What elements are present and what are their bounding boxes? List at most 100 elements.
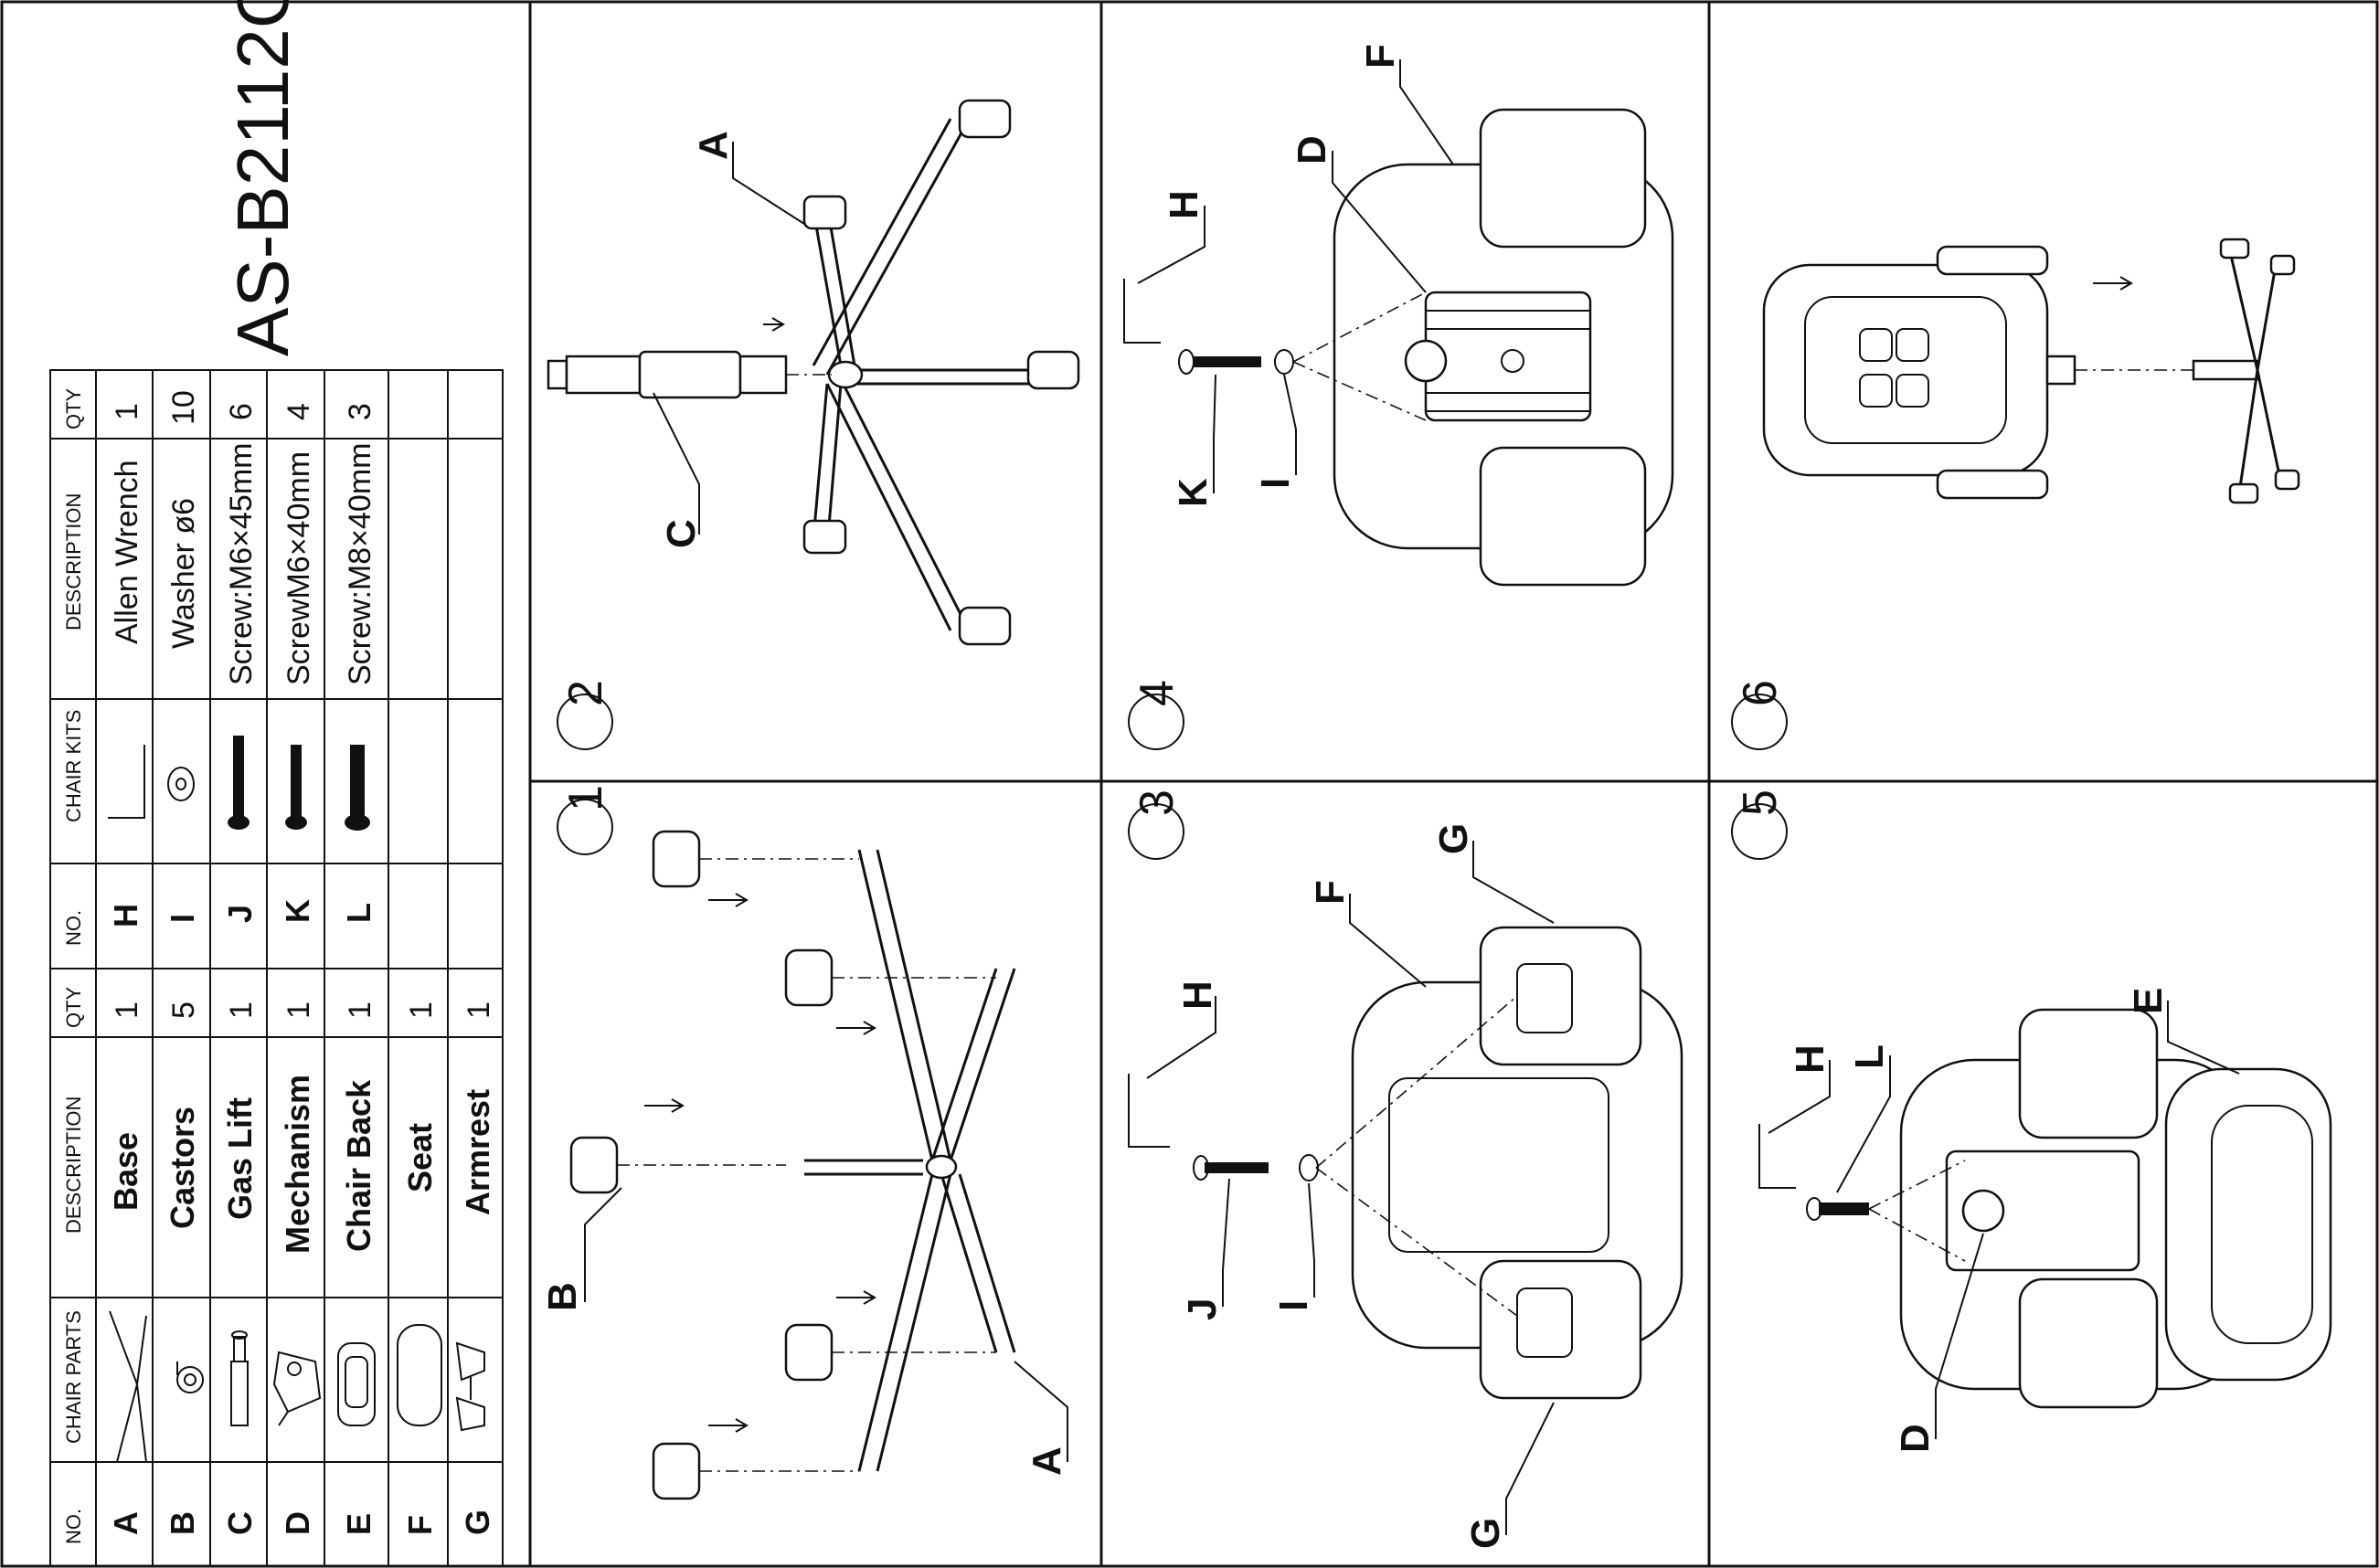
kit-description: Screw:M8×40mm (343, 443, 377, 685)
kits-row-H: 1 Allen Wrench H (107, 403, 145, 927)
gas-lift-icon (230, 1330, 249, 1426)
part-no: B (164, 1511, 201, 1535)
part-no: F (401, 1515, 439, 1535)
kits-header-no: NO. (62, 910, 85, 946)
base-icon (109, 1310, 147, 1463)
step-2-panel: 2 C (547, 99, 1080, 750)
step-6-panel: 6 (1731, 238, 2300, 750)
part-description: Chair Back (340, 1079, 377, 1252)
hardware-drawing (1758, 1124, 1966, 1262)
callout-label: F (1308, 880, 1353, 905)
parts-header-chair-parts: CHAIR PARTS (62, 1310, 85, 1444)
kits-header-chair-kits: CHAIR KITS (62, 710, 85, 822)
callout-label: D (1290, 135, 1334, 164)
callout-label: A (691, 131, 736, 160)
castors-drawing (802, 99, 1080, 646)
mechanism-icon (272, 1351, 322, 1426)
parts-header-description: DESCRIPTION (62, 1097, 85, 1234)
seat-with-mechanism-drawing (1333, 108, 1674, 587)
allen-wrench-icon (108, 745, 145, 819)
step-number: 5 (1734, 789, 1787, 816)
parts-row-D: 1 Mechanism D (272, 1001, 322, 1535)
callout-label: C (659, 519, 704, 548)
base-drawing (2192, 238, 2300, 504)
screw-icon (228, 736, 250, 830)
kits-row-K: 4 ScrewM6×40mm K (279, 403, 316, 923)
callout-label: I (1253, 478, 1298, 489)
gas-lift-drawing (547, 350, 832, 399)
kit-no: I (164, 914, 201, 923)
callout-label: L (1847, 1044, 1892, 1069)
kit-description: Washer ø6 (166, 498, 201, 649)
kits-header-qty: QTY (62, 387, 85, 429)
kit-qty: 4 (281, 403, 316, 420)
parts-row-F: 1 Seat F (397, 1001, 442, 1535)
kit-no: J (221, 905, 259, 923)
callout-label: H (1175, 980, 1220, 1010)
callout-label: J (1180, 1298, 1225, 1320)
parts-row-E: 1 Chair Back E (337, 1001, 377, 1535)
part-qty: 1 (110, 1001, 144, 1019)
kit-description: Allen Wrench (110, 460, 144, 644)
part-qty: 1 (462, 1001, 496, 1019)
chair-back-icon (337, 1342, 376, 1426)
kit-no: K (279, 899, 316, 923)
step-5-panel: 5 E H L D (1731, 789, 2332, 1453)
parts-header-qty: QTY (62, 986, 85, 1028)
seat-and-back-drawing (1899, 1008, 2332, 1409)
kit-qty: 3 (343, 403, 377, 420)
part-description: Base (107, 1132, 144, 1211)
part-qty: 1 (343, 1001, 377, 1019)
seat-drawing (1351, 926, 1683, 1400)
arrows (644, 893, 876, 1433)
castors-drawing (569, 830, 996, 1500)
parts-header-no: NO. (62, 1509, 85, 1544)
step-number: 4 (1131, 680, 1184, 706)
kits-header-description: DESCRIPTION (62, 493, 85, 630)
screw-icon (345, 745, 370, 831)
hardware-drawing (1123, 279, 1427, 421)
part-qty: 1 (281, 1001, 316, 1019)
table-grid (49, 369, 504, 1567)
callout-label: D (1893, 1424, 1938, 1453)
parts-row-B: 5 Castors B (164, 1001, 204, 1535)
assembled-chair-drawing (1762, 245, 2212, 500)
step-number: 2 (559, 680, 612, 706)
callout-label: H (1788, 1044, 1832, 1074)
parts-row-G: 1 Armrest G (455, 1001, 496, 1535)
part-qty: 5 (166, 1001, 201, 1019)
kit-qty: 10 (166, 390, 201, 425)
step-3-panel: 3 F G G H J I (1128, 789, 1683, 1549)
place-arrow (2093, 276, 2133, 291)
kit-description: ScrewM6×40mm (281, 451, 316, 685)
part-description: Gas Lift (221, 1097, 259, 1220)
callout-label: I (1271, 1300, 1316, 1311)
part-no: D (279, 1511, 316, 1535)
part-no: G (459, 1510, 496, 1535)
kit-qty: 6 (224, 403, 259, 420)
castor-icon (176, 1361, 204, 1393)
part-no: A (107, 1511, 144, 1535)
callout-label: E (2126, 988, 2171, 1014)
part-description: Seat (401, 1123, 439, 1192)
part-qty: 1 (404, 1001, 439, 1019)
part-no: E (340, 1513, 377, 1535)
step-number: 1 (559, 785, 612, 811)
step-1-panel: 1 (540, 785, 1069, 1500)
armrest-icon (455, 1341, 485, 1432)
seat-icon (397, 1324, 442, 1426)
callout-label: B (540, 1282, 585, 1311)
step-number: 3 (1131, 789, 1184, 816)
step-4-panel: 4 F D H K I (1123, 44, 1674, 750)
part-qty: 1 (224, 1001, 259, 1019)
insert-arrow (763, 317, 785, 332)
parts-row-C: 1 Gas Lift C (221, 1001, 259, 1535)
kit-description: Screw:M6×45mm (224, 443, 259, 685)
parts-row-A: 1 Base A (107, 1001, 147, 1535)
callout-label: G (1431, 823, 1476, 854)
kit-qty: 1 (110, 403, 144, 420)
kits-row-L: 3 Screw:M8×40mm L (340, 403, 377, 923)
base-drawing (804, 849, 1016, 1472)
